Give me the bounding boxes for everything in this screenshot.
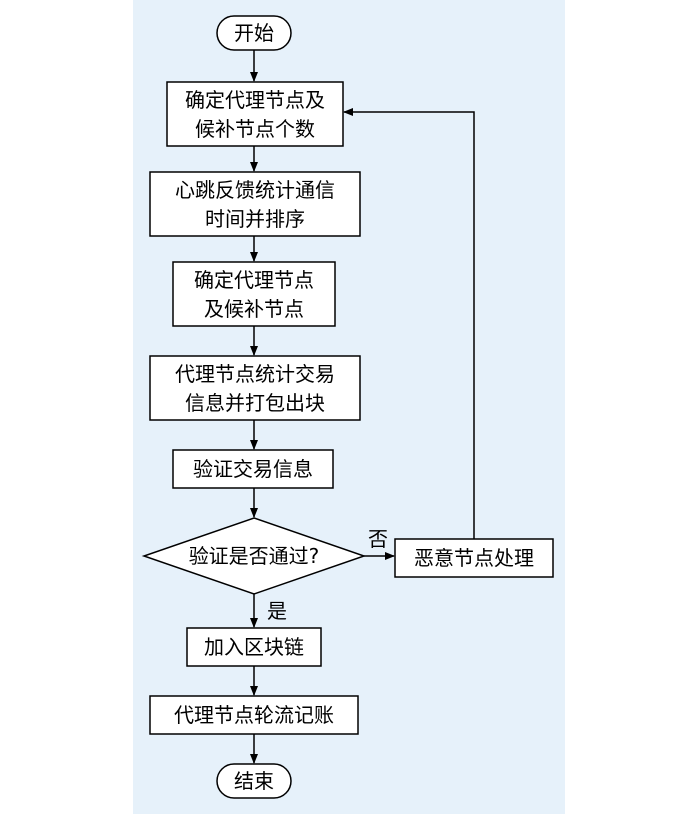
step3-line1: 确定代理节点 bbox=[194, 268, 314, 292]
start-node: 开始 bbox=[216, 15, 292, 51]
end-label: 结束 bbox=[234, 769, 274, 793]
edge-malicious-loop bbox=[343, 108, 475, 539]
step5-label: 验证交易信息 bbox=[193, 457, 313, 481]
decision-label: 验证是否通过? bbox=[189, 544, 320, 568]
flowchart-svg: 开始 确定代理节点及 候补节点个数 心跳反馈统计通信 时间并排序 确定代理节点 … bbox=[141, 15, 554, 799]
start-label: 开始 bbox=[234, 21, 274, 45]
yes-label: 是 bbox=[267, 599, 287, 623]
step2-line1: 心跳反馈统计通信 bbox=[175, 178, 335, 202]
decision-verification-passed: 验证是否通过? bbox=[141, 517, 367, 595]
step-add-to-blockchain: 加入区块链 bbox=[186, 627, 322, 667]
step1-line2: 候补节点个数 bbox=[195, 117, 315, 141]
flowchart-canvas: 开始 确定代理节点及 候补节点个数 心跳反馈统计通信 时间并排序 确定代理节点 … bbox=[133, 0, 565, 814]
step2-line2: 时间并排序 bbox=[205, 207, 305, 231]
step3-line2: 及候补节点 bbox=[204, 297, 304, 321]
no-label: 否 bbox=[368, 527, 388, 551]
step-verify-transactions: 验证交易信息 bbox=[172, 449, 334, 489]
malicious-label: 恶意节点处理 bbox=[414, 546, 534, 570]
step-determine-proxy-count: 确定代理节点及 候补节点个数 bbox=[166, 81, 344, 147]
step1-line1: 确定代理节点及 bbox=[185, 88, 325, 112]
step4-line1: 代理节点统计交易 bbox=[175, 362, 335, 386]
step-pack-block: 代理节点统计交易 信息并打包出块 bbox=[149, 355, 361, 421]
step-determine-proxy-nodes: 确定代理节点 及候补节点 bbox=[172, 261, 336, 327]
step-malicious-node-handling: 恶意节点处理 bbox=[394, 538, 554, 578]
step7-label: 代理节点轮流记账 bbox=[174, 703, 334, 727]
step-rotate-bookkeeping: 代理节点轮流记账 bbox=[149, 695, 359, 735]
step-heartbeat-sort: 心跳反馈统计通信 时间并排序 bbox=[149, 171, 361, 237]
step6-label: 加入区块链 bbox=[204, 635, 304, 659]
step4-line2: 信息并打包出块 bbox=[185, 391, 325, 415]
end-node: 结束 bbox=[216, 763, 292, 799]
